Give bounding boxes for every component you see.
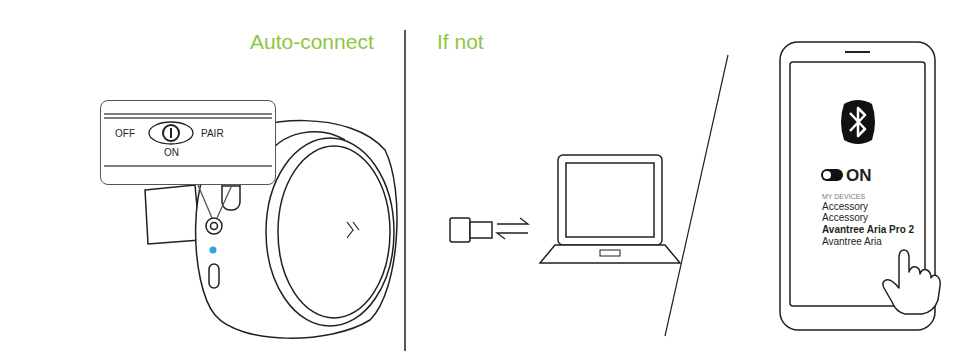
- switch-callout-drawing: [100, 100, 276, 218]
- divider-line: [404, 30, 406, 351]
- usb-dongle: [450, 218, 492, 242]
- step-heading: Auto-connect: [250, 31, 374, 52]
- status-led: [210, 247, 217, 254]
- switch-position: OFF: [115, 129, 135, 139]
- bluetooth-icon: [841, 100, 875, 144]
- device-name: Accessory: [822, 213, 868, 223]
- toggle-switch: [821, 169, 843, 181]
- toggle-state: ON: [846, 167, 872, 184]
- phone-screen: ON MY DEVICES AccessoryAccessoryAvantree A…: [780, 42, 935, 330]
- device-name: Accessory: [822, 202, 868, 212]
- switch-position: PAIR: [201, 129, 224, 139]
- switch-position: ON: [164, 148, 179, 158]
- slash-line: [665, 55, 728, 336]
- laptop: [540, 155, 680, 263]
- switch-callout: OFF ON PAIR: [100, 100, 276, 185]
- exchange-arrows: [497, 218, 528, 239]
- section-heading: MY DEVICES: [822, 193, 865, 200]
- step-heading: If not: [437, 31, 484, 52]
- pointing-hand: [883, 250, 940, 314]
- device-name: Avantree Aria: [822, 237, 882, 247]
- device-name: Avantree Aria Pro 2: [822, 225, 914, 235]
